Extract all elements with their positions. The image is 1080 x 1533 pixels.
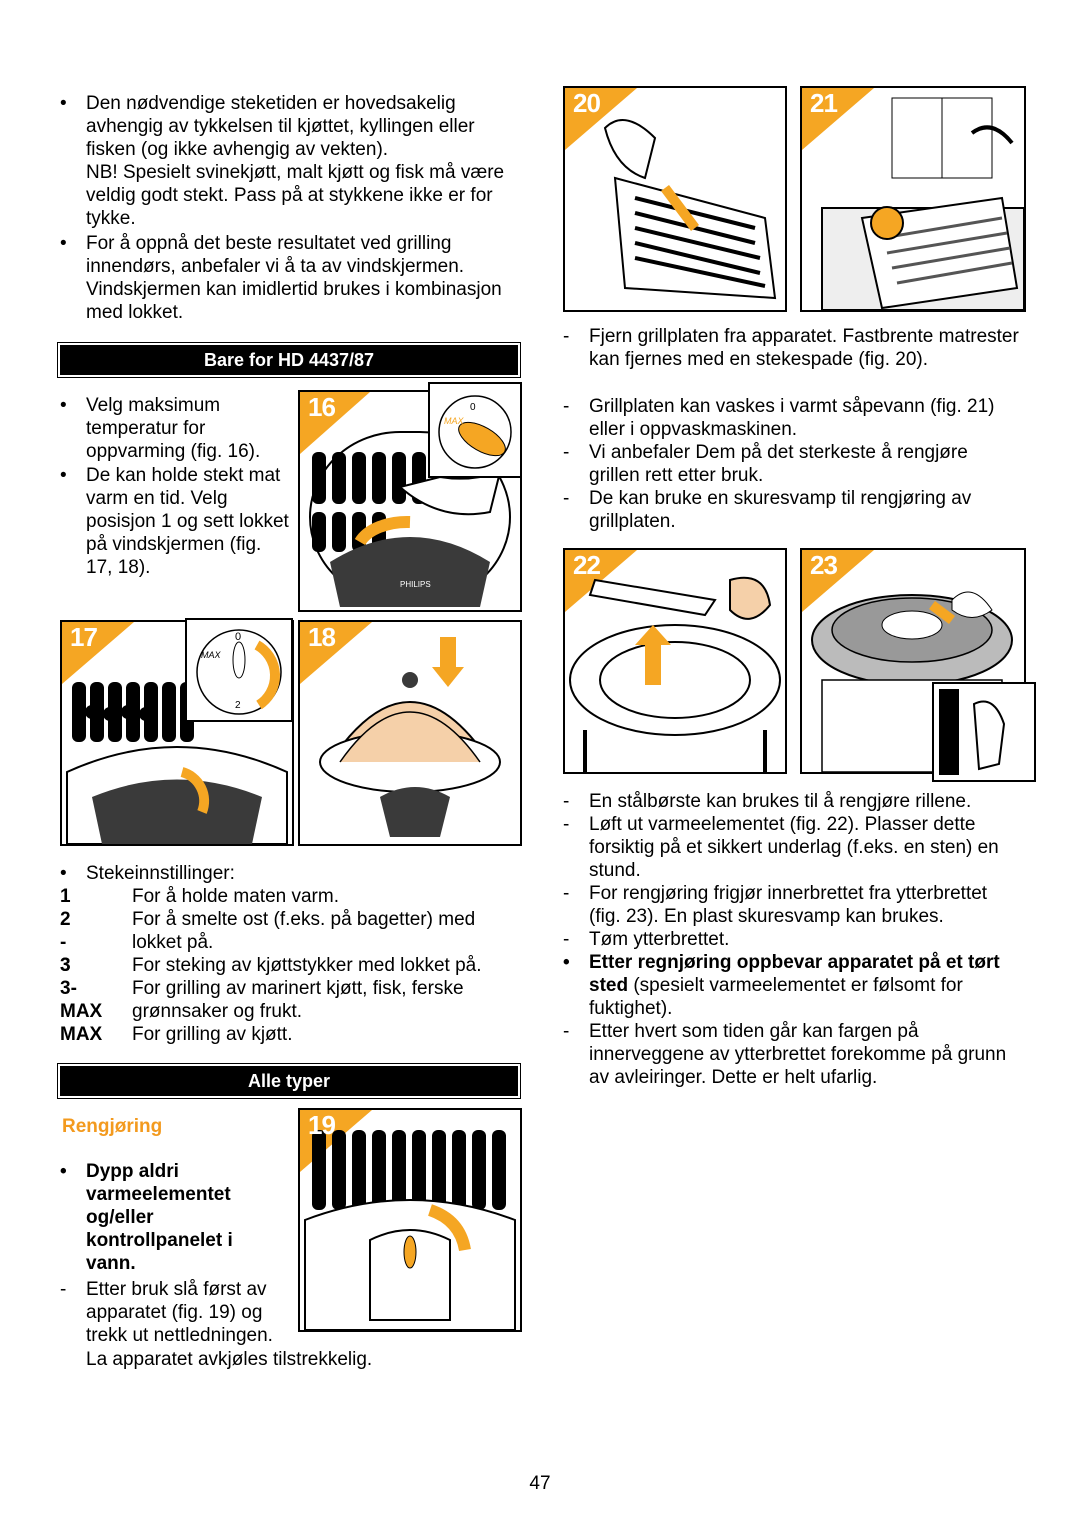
right-mid-dash-1: - En stålbørste kan brukes til å rengjør… — [563, 790, 1023, 813]
setting-value: For grilling av kjøtt. — [132, 1024, 293, 1045]
storage-bold: Etter regnjøring oppbevar apparatet på e… — [589, 952, 1000, 996]
dial-zero: 0 — [235, 631, 241, 643]
right-dash-1-text: Fjern grillplaten fra apparatet. Fastbre… — [589, 326, 1019, 370]
hd-bullet-2-text: De kan holde stekt mat varm en tid. Velg… — [86, 465, 289, 578]
right-storage-bullet: • Etter regnjøring oppbevar apparatet på… — [563, 951, 1023, 1020]
setting-key: 2 - 3 — [60, 909, 71, 976]
dash-marker: - — [563, 814, 570, 835]
dash-marker: - — [60, 1279, 67, 1300]
right-mid-dash-4: - Tøm ytterbrettet. — [563, 928, 1023, 951]
right-last-dash: - Etter hvert som tiden går kan fargen p… — [563, 1020, 1023, 1089]
intro-bullet-1-text: Den nødvendige steketiden er hovedsakeli… — [86, 93, 475, 160]
setting-key: 3-MAX — [60, 978, 103, 1022]
right-mid-dash-3-text: For rengjøring frigjør innerbrettet fra … — [589, 883, 988, 927]
subheading-cleaning: Rengjøring — [62, 1116, 163, 1137]
right-dash-4-text: De kan bruke en skuresvamp til rengjørin… — [589, 488, 972, 532]
right-mid-dash-3: - For rengjøring frigjør innerbrettet fr… — [563, 882, 1023, 928]
right-dash-3-text: Vi anbefaler Dem på det sterkeste å reng… — [589, 442, 968, 486]
right-mid-dash-2-text: Løft ut varmeelementet (fig. 22). Plasse… — [589, 814, 999, 881]
bullet-dot: • — [60, 93, 67, 114]
dial-max: MAX — [444, 416, 465, 426]
dial-inset-16: 0 MAX — [428, 382, 522, 478]
setting-key: 1 — [60, 886, 71, 907]
figure-number: 23 — [810, 550, 838, 580]
dial-two: 2 — [235, 700, 241, 711]
setting-key: MAX — [60, 1024, 103, 1045]
dial-zero: 0 — [470, 402, 476, 413]
dial-max: MAX — [201, 650, 222, 660]
right-dash-3: - Vi anbefaler Dem på det sterkeste å re… — [563, 441, 1023, 487]
figure-19: 19 — [298, 1108, 522, 1332]
figure-21: 21 — [800, 86, 1026, 312]
intro-bullet-1: • Den nødvendige steketiden er hovedsake… — [60, 92, 520, 230]
figure-16: PHILIPS 16 — [298, 390, 522, 612]
dial-inset-17: 0 MAX 2 — [185, 618, 293, 722]
bullet-dot: • — [60, 1161, 67, 1182]
right-storage-text: Etter regnjøring oppbevar apparatet på e… — [563, 951, 1023, 1020]
figure-number: 21 — [810, 88, 838, 118]
settings-intro: • Stekeinnstillinger: — [60, 862, 520, 885]
hd-bullet-2: • De kan holde stekt mat varm en tid. Ve… — [60, 464, 290, 579]
figure-number: 22 — [573, 550, 601, 580]
figure-20: 20 — [563, 86, 787, 312]
bullet-dot: • — [60, 863, 67, 884]
right-mid-dash-4-text: Tøm ytterbrettet. — [589, 929, 730, 950]
figure-22: 22 — [563, 548, 787, 774]
right-dash-2-text: Grillplaten kan vaskes i varmt såpevann … — [589, 396, 995, 440]
setting-key: 3 — [60, 955, 71, 976]
dash-marker: - — [563, 326, 570, 347]
setting-value: For å holde maten varm. — [132, 886, 339, 907]
figure-number: 18 — [308, 622, 336, 652]
section-bar-all: Alle typer — [60, 1066, 518, 1096]
right-dash-2: - Grillplaten kan vaskes i varmt såpevan… — [563, 395, 1023, 441]
intro-bullet-2: • For å oppnå det beste resultatet ved g… — [60, 232, 520, 324]
dash-marker: - — [563, 396, 570, 417]
setting-value: For å smelte ost (f.eks. på bagetter) me… — [132, 909, 476, 953]
hd-bullet-1-text: Velg maksimum temperatur for oppvarming … — [86, 395, 261, 462]
cleaning-warning-text: Dypp aldri varmeelementet og/eller kontr… — [86, 1161, 233, 1274]
bullet-dot: • — [60, 395, 67, 416]
cleaning-dash-1: - Etter bruk slå først av apparatet (fig… — [60, 1278, 300, 1347]
right-dash-4: - De kan bruke en skuresvamp til rengjør… — [563, 487, 1023, 533]
storage-rest: (spesielt varmeelementet er følsomt for … — [589, 975, 963, 1019]
right-last-dash-text: Etter hvert som tiden går kan fargen på … — [589, 1021, 1007, 1088]
bullet-dot: • — [60, 465, 67, 486]
section-bar-hd: Bare for HD 4437/87 — [60, 345, 518, 375]
intro-bullet-2-text: For å oppnå det beste resultatet ved gri… — [86, 233, 502, 323]
right-mid-dash-1-text: En stålbørste kan brukes til å rengjøre … — [589, 791, 972, 812]
bullet-dot: • — [563, 952, 570, 973]
bullet-dot: • — [60, 233, 67, 254]
figure-number: 17 — [70, 622, 98, 652]
dash-marker: - — [563, 883, 570, 904]
cleaning-dash-1-text: Etter bruk slå først av apparatet (fig. … — [86, 1279, 273, 1346]
figure-number: 16 — [308, 392, 336, 422]
figure-23-inset — [932, 682, 1036, 782]
dash-marker: - — [563, 929, 570, 950]
dash-marker: - — [563, 442, 570, 463]
dash-marker: - — [563, 791, 570, 812]
cleaning-continue: La apparatet avkjøles tilstrekkelig. — [86, 1349, 373, 1370]
right-mid-dash-2: - Løft ut varmeelementet (fig. 22). Plas… — [563, 813, 1023, 882]
brand-label: PHILIPS — [400, 580, 431, 589]
right-dash-1: - Fjern grillplaten fra apparatet. Fastb… — [563, 325, 1023, 371]
page-number: 47 — [529, 1473, 551, 1494]
intro-note: NB! Spesielt svinekjøtt, malt kjøtt og f… — [86, 162, 505, 229]
dash-marker: - — [563, 1021, 570, 1042]
cleaning-warning: • Dypp aldri varmeelementet og/eller kon… — [60, 1160, 285, 1275]
hd-bullet-1: • Velg maksimum temperatur for oppvarmin… — [60, 394, 290, 463]
setting-value: For grilling av marinert kjøtt, fisk, fe… — [132, 978, 464, 1022]
figure-18: 18 — [298, 620, 522, 846]
settings-intro-text: Stekeinnstillinger: — [86, 863, 235, 884]
setting-value: For steking av kjøttstykker med lokket p… — [132, 955, 482, 976]
dash-marker: - — [563, 488, 570, 509]
figure-number: 19 — [308, 1110, 336, 1140]
figure-number: 20 — [573, 88, 601, 118]
